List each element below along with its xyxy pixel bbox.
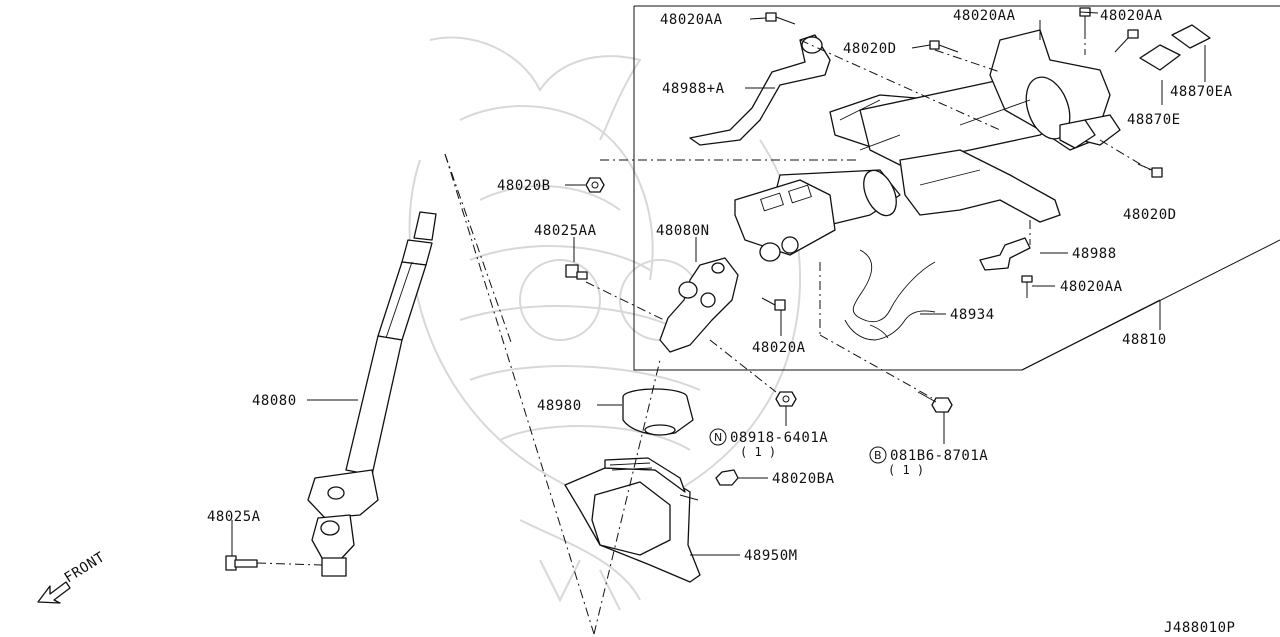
bolt-081b6 xyxy=(917,391,953,413)
label-48870ea: 48870EA xyxy=(1170,84,1233,100)
nut-48020b xyxy=(585,177,605,193)
bolt-48025aa xyxy=(565,264,588,280)
screw-48020aa-lower xyxy=(1021,275,1033,298)
label-48020d-right: 48020D xyxy=(1123,207,1177,223)
boot-seal-48980 xyxy=(622,388,694,436)
label-48020b: 48020B xyxy=(497,178,551,194)
clips-48870 xyxy=(1139,24,1211,71)
joint-48080n xyxy=(659,257,739,353)
label-48020aa-top: 48020AA xyxy=(660,12,723,28)
label-48020a: 48020A xyxy=(752,340,806,356)
label-08918: 08918-6401A xyxy=(730,430,828,446)
label-48080n: 48080N xyxy=(656,223,710,239)
bracket-48988-plus-a xyxy=(689,34,831,146)
construction-lines xyxy=(256,30,1151,635)
label-08918-qty: ( 1 ) xyxy=(740,445,776,459)
screw-48020d-right xyxy=(1137,163,1163,178)
front-label: FRONT xyxy=(62,549,108,586)
bracket-48988 xyxy=(979,237,1031,271)
dust-cover-48950m xyxy=(564,457,701,583)
symbol-b-circle xyxy=(869,446,887,464)
label-48020aa-top2: 48020AA xyxy=(953,8,1016,24)
symbol-n: N xyxy=(714,431,722,444)
label-48950m: 48950M xyxy=(744,548,798,564)
bolt-48025a xyxy=(225,555,258,571)
front-arrow-icon xyxy=(37,581,71,604)
nut-08918 xyxy=(775,391,797,407)
spring-48934 xyxy=(844,249,936,341)
label-081b6: 081B6-8701A xyxy=(890,448,988,464)
label-48988: 48988 xyxy=(1072,246,1117,262)
lower-shaft-48080 xyxy=(307,211,437,577)
label-48020d-top: 48020D xyxy=(843,41,897,57)
label-48870e: 48870E xyxy=(1127,112,1181,128)
leader-lines xyxy=(231,11,1206,556)
label-48020aa-lower: 48020AA xyxy=(1060,279,1123,295)
symbol-b: B xyxy=(874,449,882,462)
label-48934: 48934 xyxy=(950,307,995,323)
label-48025aa: 48025AA xyxy=(534,223,597,239)
nut-48020ba xyxy=(715,469,739,486)
diagram-code: J488010P xyxy=(1164,620,1235,636)
label-48988-plus-a: 48988+A xyxy=(662,81,725,97)
label-48080: 48080 xyxy=(252,393,297,409)
bolt-48020a xyxy=(761,297,786,311)
label-48980: 48980 xyxy=(537,398,582,414)
label-081b6-qty: ( 1 ) xyxy=(888,463,924,477)
steering-column-assembly xyxy=(734,29,1121,262)
label-48810: 48810 xyxy=(1122,332,1167,348)
symbol-n-circle xyxy=(709,428,727,446)
label-48025a: 48025A xyxy=(207,509,261,525)
label-48020aa-right: 48020AA xyxy=(1100,8,1163,24)
label-48020ba: 48020BA xyxy=(772,471,835,487)
